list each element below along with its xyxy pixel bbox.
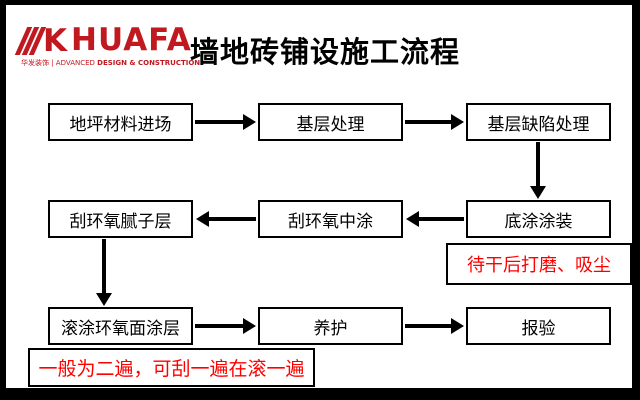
flow-node-inspection: 报验 bbox=[466, 307, 611, 345]
flow-node-base-treatment: 基层处理 bbox=[258, 103, 403, 141]
arrow-shaft bbox=[405, 324, 451, 328]
flow-node-material-entry: 地坪材料进场 bbox=[48, 103, 193, 141]
arrow-shaft bbox=[536, 142, 540, 186]
huafa-logo-mark-icon: K bbox=[14, 23, 68, 59]
huafa-logo: K HUAFA 华发装饰 | ADVANCED DESIGN & CONSTRU… bbox=[14, 17, 200, 71]
arrow-right-icon bbox=[243, 114, 256, 130]
brand-name: HUAFA bbox=[71, 22, 192, 58]
arrow-right-icon bbox=[451, 318, 464, 334]
flow-node-roll-epoxy-topcoat: 滚涂环氧面涂层 bbox=[48, 307, 193, 345]
note-two-coats: 一般为二遍，可刮一遍在滚一遍 bbox=[28, 348, 315, 387]
flow-node-primer-coating: 底涂涂装 bbox=[466, 200, 611, 238]
note-sand-vacuum: 待干后打磨、吸尘 bbox=[446, 243, 632, 285]
arrow-shaft bbox=[405, 120, 451, 124]
tagline-mid: | ADVANCED bbox=[49, 59, 98, 67]
arrow-shaft bbox=[195, 120, 243, 124]
arrow-down-icon bbox=[96, 293, 112, 306]
logo-k-letter: K bbox=[43, 23, 68, 59]
arrow-left-icon bbox=[406, 211, 419, 227]
arrow-shaft bbox=[209, 217, 256, 221]
tagline-bold: DESIGN & CONSTRUCTION bbox=[97, 59, 201, 67]
arrow-shaft bbox=[419, 217, 464, 221]
flow-node-epoxy-putty-layer: 刮环氧腻子层 bbox=[48, 200, 193, 238]
page-title: 墙地砖铺设施工流程 bbox=[190, 35, 461, 69]
arrow-left-icon bbox=[196, 211, 209, 227]
arrow-down-icon bbox=[530, 186, 546, 199]
arrow-right-icon bbox=[451, 114, 464, 130]
flow-node-curing: 养护 bbox=[258, 307, 403, 345]
flow-node-base-defect-treatment: 基层缺陷处理 bbox=[466, 103, 611, 141]
arrow-shaft bbox=[102, 239, 106, 293]
arrow-right-icon bbox=[243, 318, 256, 334]
brand-tagline: 华发装饰 | ADVANCED DESIGN & CONSTRUCTION bbox=[21, 58, 200, 68]
flow-node-epoxy-mid-coat: 刮环氧中涂 bbox=[258, 200, 403, 238]
tagline-cn: 华发装饰 bbox=[21, 59, 49, 67]
arrow-shaft bbox=[195, 324, 243, 328]
